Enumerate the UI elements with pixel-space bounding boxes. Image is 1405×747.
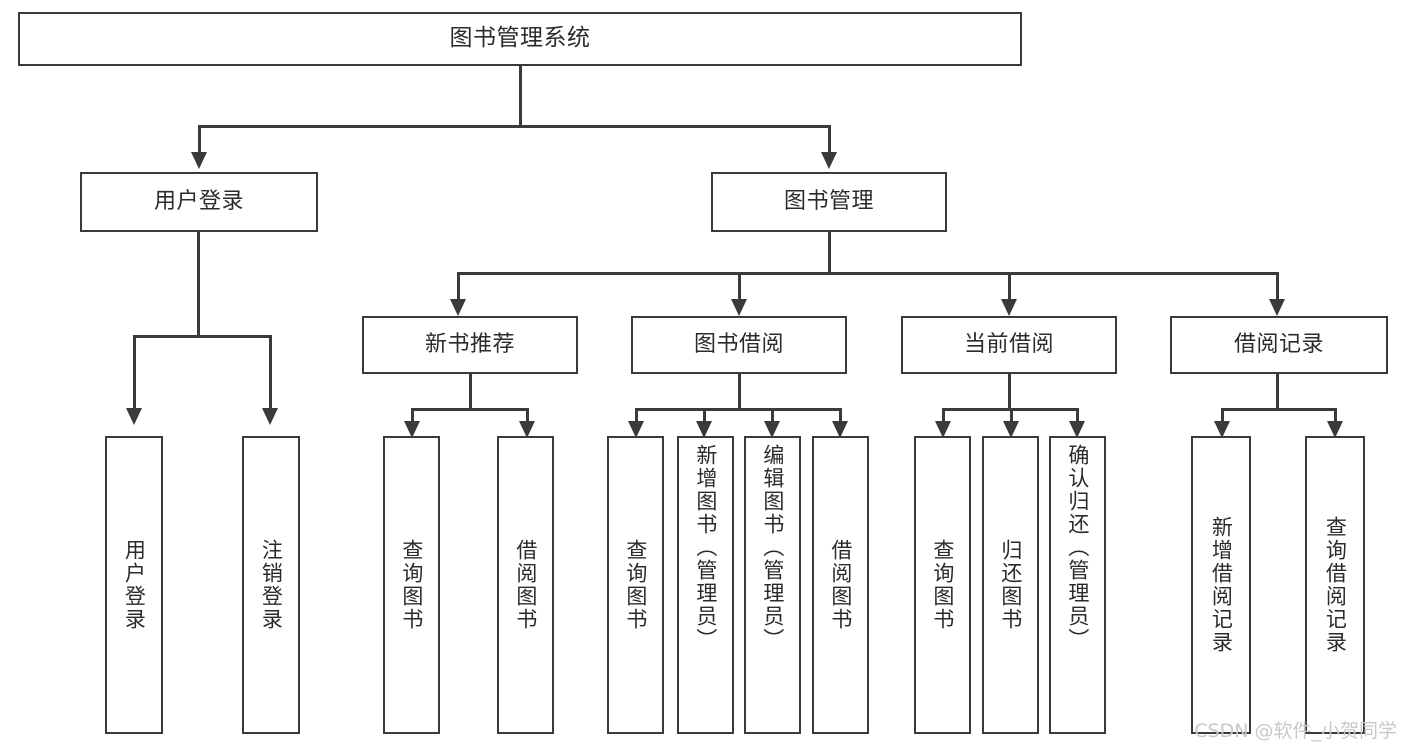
node-label: 图书借阅: [693, 331, 784, 357]
connector-bb-to-leaf-2: [703, 408, 706, 424]
connector-user-login-bar: [133, 335, 271, 338]
arrowhead-to-book-borrow: [731, 299, 747, 316]
arrowhead-to-book-manage: [821, 152, 837, 169]
leaf-borrow-book-2[interactable]: 借阅图书: [812, 436, 869, 734]
leaf-edit-book[interactable]: 编辑图书（管理员）: [744, 436, 801, 734]
node-label: 查询借阅记录: [1323, 516, 1348, 654]
arrowhead-leaf-return-book: [1003, 421, 1019, 438]
connector-br-to-leaf-2: [1334, 408, 1337, 424]
connector-root-to-user-login: [198, 125, 201, 153]
node-book-borrow[interactable]: 图书借阅: [631, 316, 847, 374]
node-label: 查询图书: [623, 539, 648, 631]
connector-current-borrow-stem: [1008, 374, 1011, 410]
node-label: 新增借阅记录: [1209, 516, 1234, 654]
node-label: 借阅记录: [1233, 331, 1324, 357]
node-label: 借阅图书: [828, 539, 853, 631]
connector-br-to-leaf-1: [1221, 408, 1224, 424]
arrowhead-to-user-login: [191, 152, 207, 169]
leaf-query-book-3[interactable]: 查询图书: [914, 436, 971, 734]
connector-new-book-recommend-bar: [411, 408, 529, 411]
arrowhead-leaf-user-login: [126, 408, 142, 425]
leaf-query-book-1[interactable]: 查询图书: [383, 436, 440, 734]
arrowhead-leaf-query-record: [1327, 421, 1343, 438]
node-label: 新增图书（管理员）: [693, 444, 718, 651]
leaf-user-login[interactable]: 用户登录: [105, 436, 163, 734]
connector-book-manage-stem: [828, 232, 831, 274]
arrowhead-to-current-borrow: [1001, 299, 1017, 316]
node-label: 新书推荐: [424, 331, 515, 357]
connector-book-borrow-stem: [738, 374, 741, 410]
connector-user-login-stem: [197, 232, 200, 336]
arrowhead-leaf-add-record: [1214, 421, 1230, 438]
leaf-query-record[interactable]: 查询借阅记录: [1305, 436, 1365, 734]
connector-to-new-book-recommend: [457, 272, 460, 300]
leaf-add-record[interactable]: 新增借阅记录: [1191, 436, 1251, 734]
leaf-query-book-2[interactable]: 查询图书: [607, 436, 664, 734]
arrowhead-leaf-query-book-2: [628, 421, 644, 438]
connector-to-current-borrow: [1008, 272, 1011, 300]
node-label: 确认归还（管理员）: [1065, 444, 1090, 651]
node-label: 当前借阅: [963, 331, 1054, 357]
node-new-book-recommend[interactable]: 新书推荐: [362, 316, 578, 374]
connector-cb-to-leaf-3: [1076, 408, 1079, 424]
arrowhead-leaf-confirm-return: [1069, 421, 1085, 438]
node-label: 图书管理: [783, 188, 874, 214]
arrowhead-leaf-query-book-3: [935, 421, 951, 438]
node-current-borrow[interactable]: 当前借阅: [901, 316, 1117, 374]
arrowhead-to-borrow-record: [1269, 299, 1285, 316]
connector-root-stem: [519, 66, 522, 125]
arrowhead-leaf-add-book: [696, 421, 712, 438]
node-label: 查询图书: [399, 539, 424, 631]
leaf-logout-login[interactable]: 注销登录: [242, 436, 300, 734]
connector-new-book-recommend-stem: [469, 374, 472, 410]
connector-bb-to-leaf-4: [839, 408, 842, 424]
connector-root-bar: [198, 125, 830, 128]
csdn-watermark: CSDN @软件_小贺同学: [1194, 720, 1397, 742]
arrowhead-leaf-edit-book: [764, 421, 780, 438]
node-root-book-management-system[interactable]: 图书管理系统: [18, 12, 1022, 66]
node-label: 归还图书: [998, 539, 1023, 631]
connector-borrow-record-stem: [1276, 374, 1279, 410]
arrowhead-leaf-borrow-book-2: [832, 421, 848, 438]
connector-bb-to-leaf-1: [635, 408, 638, 424]
connector-borrow-record-bar: [1221, 408, 1337, 411]
connector-nbr-to-leaf-2: [526, 408, 529, 424]
node-label: 借阅图书: [513, 539, 538, 631]
node-label: 编辑图书（管理员）: [760, 444, 785, 651]
connector-bb-to-leaf-3: [771, 408, 774, 424]
node-label: 查询图书: [930, 539, 955, 631]
leaf-return-book[interactable]: 归还图书: [982, 436, 1039, 734]
node-label: 注销登录: [259, 539, 284, 631]
node-user-login[interactable]: 用户登录: [80, 172, 318, 232]
connector-book-manage-bar: [457, 272, 1276, 275]
arrowhead-to-new-book-recommend: [450, 299, 466, 316]
arrowhead-leaf-query-book-1: [404, 421, 420, 438]
connector-user-login-to-leaf-1: [133, 335, 136, 409]
leaf-add-book[interactable]: 新增图书（管理员）: [677, 436, 734, 734]
node-label: 图书管理系统: [449, 25, 591, 52]
connector-nbr-to-leaf-1: [411, 408, 414, 424]
connector-to-borrow-record: [1276, 272, 1279, 300]
arrowhead-leaf-logout-login: [262, 408, 278, 425]
arrowhead-leaf-borrow-book-1: [519, 421, 535, 438]
connector-user-login-to-leaf-2: [269, 335, 272, 409]
node-book-manage[interactable]: 图书管理: [711, 172, 947, 232]
node-label: 用户登录: [122, 539, 147, 631]
connector-to-book-borrow: [738, 272, 741, 300]
connector-cb-to-leaf-1: [942, 408, 945, 424]
connector-book-borrow-bar: [635, 408, 842, 411]
leaf-confirm-return[interactable]: 确认归还（管理员）: [1049, 436, 1106, 734]
connector-root-to-book-manage: [828, 125, 831, 153]
leaf-borrow-book-1[interactable]: 借阅图书: [497, 436, 554, 734]
node-label: 用户登录: [153, 188, 244, 214]
connector-cb-to-leaf-2: [1010, 408, 1013, 424]
node-borrow-record[interactable]: 借阅记录: [1170, 316, 1388, 374]
